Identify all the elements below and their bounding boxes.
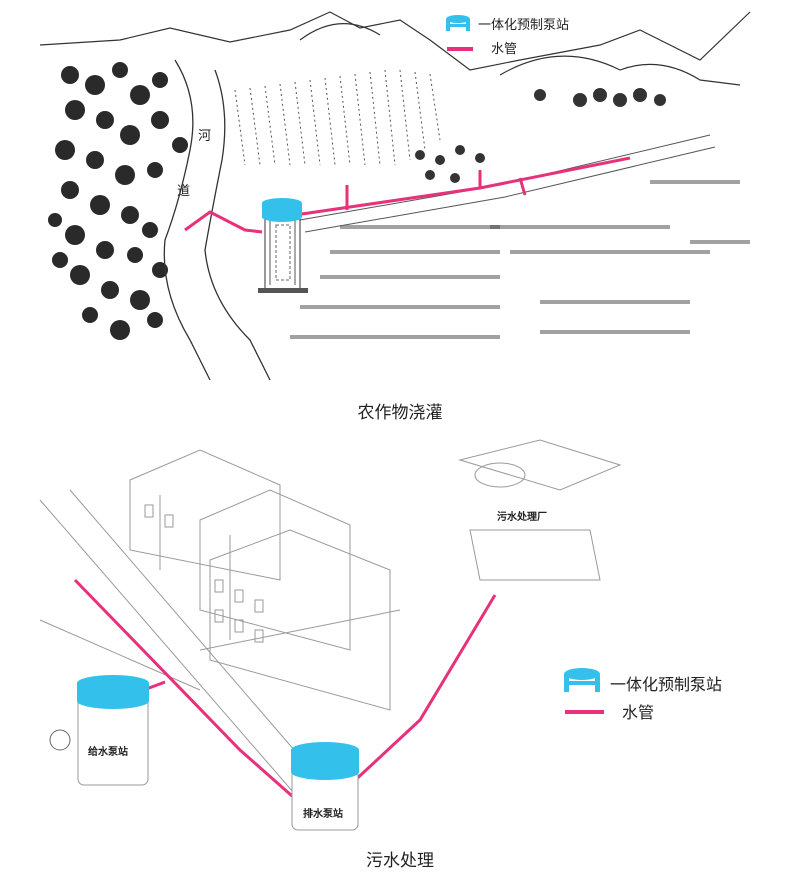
irrigation-caption: 农作物浇灌 (357, 403, 443, 423)
station-legend-icon (564, 668, 600, 692)
building (129, 449, 391, 711)
orchard-trees (415, 88, 666, 183)
plant-label: 污水处理厂 (497, 510, 547, 523)
supply-pump-station (49, 675, 149, 786)
irrigation-diagram: 河 道 (39, 11, 751, 381)
river-label-1: 河 (198, 129, 211, 144)
drain-pump-station (291, 742, 359, 831)
river (163, 59, 271, 381)
station-legend-icon (446, 15, 470, 31)
legend-bottom: 一体化预制泵站 水管 (564, 668, 722, 722)
station-legend-label: 一体化预制泵站 (478, 18, 569, 33)
sewage-caption: 污水处理 (366, 851, 434, 871)
pump-station (258, 198, 308, 293)
station-legend-label: 一体化预制泵站 (610, 675, 722, 694)
crop-rows (234, 69, 441, 166)
street (39, 489, 401, 801)
river-label-2: 道 (177, 184, 190, 199)
legend-top: 一体化预制泵站 水管 (446, 15, 569, 57)
pipe-legend-label: 水管 (622, 703, 654, 722)
drain-station-label: 排水泵站 (303, 807, 343, 820)
mountain-range (39, 11, 751, 86)
sewage-diagram: 污水处理厂 给水泵站 排水泵站 一体化预制泵站 水管 (39, 439, 722, 831)
shrub-fields (290, 180, 750, 339)
water-pipe (184, 156, 631, 234)
pipe-legend-label: 水管 (491, 42, 517, 57)
supply-station-label: 给水泵站 (88, 745, 128, 758)
treatment-plant (458, 439, 622, 581)
forest-left (48, 62, 188, 340)
